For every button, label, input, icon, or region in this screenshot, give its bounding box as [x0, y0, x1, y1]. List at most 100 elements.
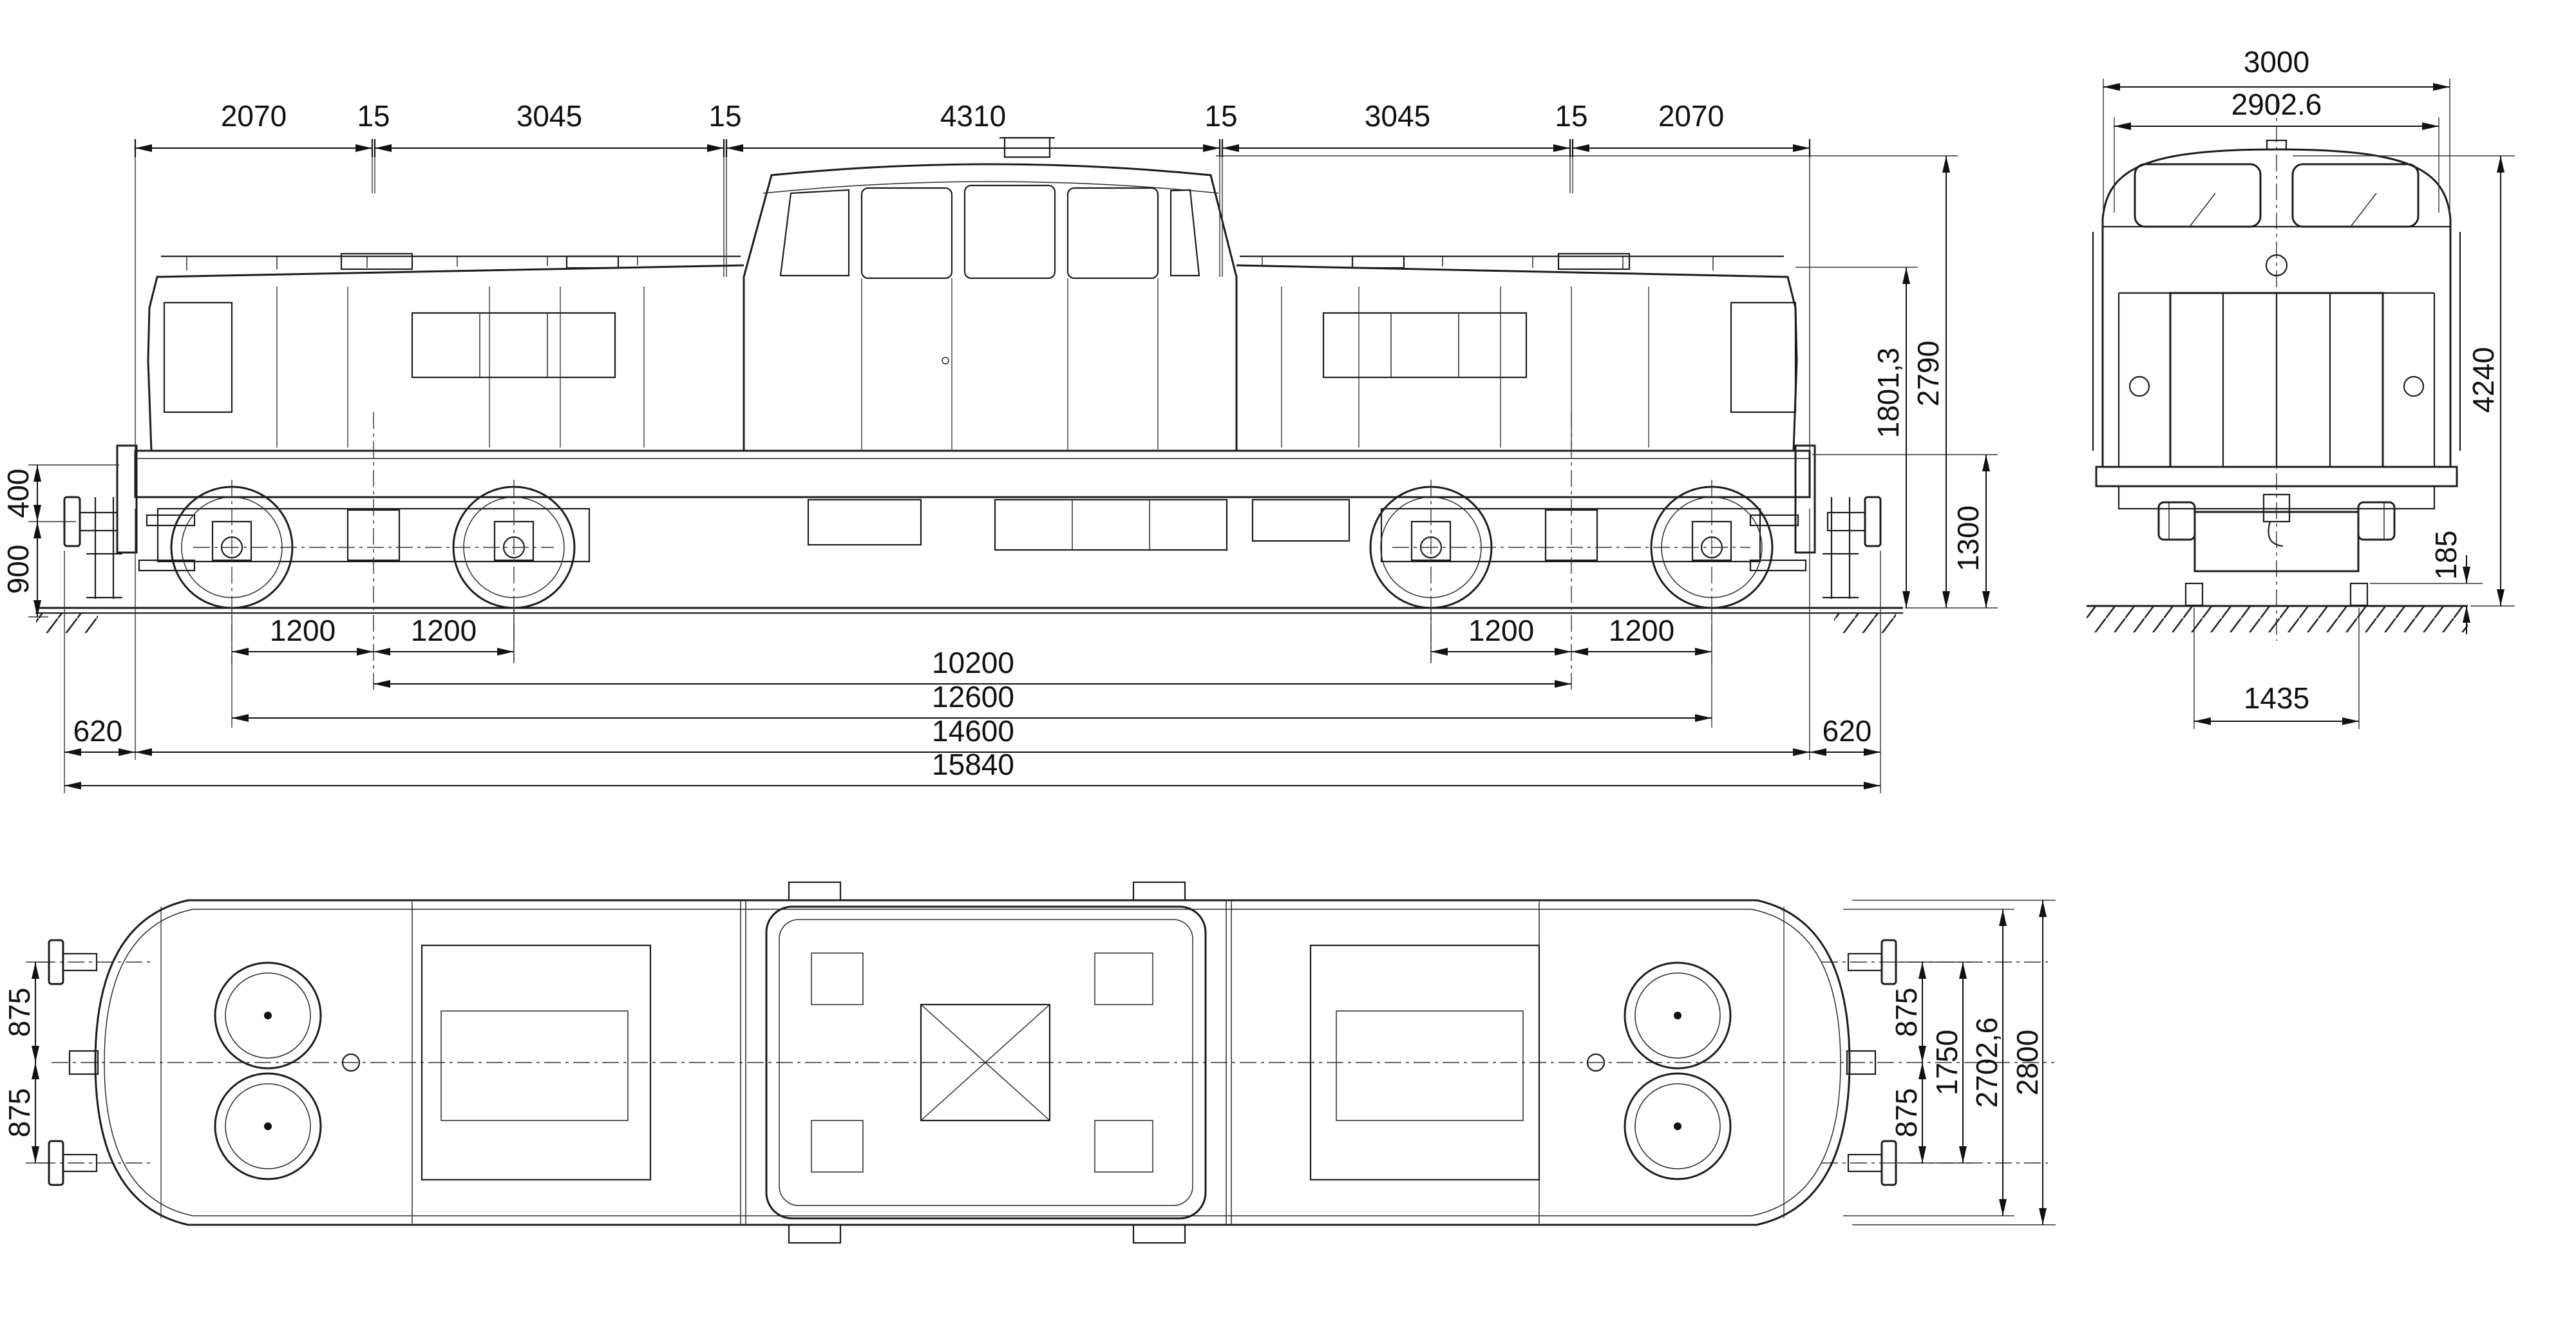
roof-hatch — [920, 1003, 1051, 1122]
cab — [743, 137, 1238, 451]
plan-dimensions: 875 875 875 875 1750 2702,6 2800 — [3, 900, 2056, 1225]
coupler — [1846, 1050, 1877, 1075]
dim-label: 2702,6 — [1970, 1017, 2003, 1108]
buffer-right — [1864, 496, 1882, 547]
dim-label: 1200 — [270, 614, 336, 647]
buffer-left — [2157, 501, 2196, 541]
hood-vent — [1557, 252, 1631, 270]
cab-window — [779, 189, 850, 277]
side-view: 2070 15 3045 15 4310 15 3045 15 2070 400… — [1, 99, 1998, 793]
marker-lamp-left — [2128, 375, 2150, 397]
end-steps-right — [1749, 497, 1859, 599]
rail-right — [2349, 582, 2369, 607]
hood-vent — [340, 252, 413, 270]
dim-label: 875 — [1889, 988, 1923, 1037]
dim-label: 2070 — [221, 99, 287, 133]
windshield-right — [2291, 163, 2420, 228]
coupler-hook — [2268, 521, 2284, 547]
wiper — [2189, 193, 2216, 227]
dim-label: 15 — [357, 99, 390, 133]
end-steps-left — [86, 497, 196, 599]
side-right-dimensions: 1801,3 2790 1300 — [1216, 155, 1998, 609]
hood-hatch — [421, 944, 652, 1181]
side-step — [788, 881, 842, 902]
cab-window — [1170, 189, 1200, 277]
plan-view: 875 875 875 875 1750 2702,6 2800 — [3, 881, 2056, 1244]
dim-label: 10200 — [932, 646, 1014, 679]
headlamp-top — [2265, 254, 2288, 277]
side-frame — [63, 444, 1882, 599]
rear-hood — [1236, 252, 1798, 451]
dim-label: 2070 — [1658, 99, 1724, 133]
underframe-box — [1251, 498, 1350, 542]
dim-label: 15 — [1555, 99, 1587, 133]
wiper — [2350, 193, 2377, 227]
dim-label: 900 — [1, 545, 35, 594]
cab-roof — [765, 905, 1207, 1220]
side-step — [1132, 881, 1186, 902]
plan-buffers-right — [1846, 939, 1897, 1186]
dim-label: 3045 — [516, 99, 582, 133]
cab-window — [1066, 187, 1159, 279]
buffer-beam — [2117, 485, 2436, 510]
front-hood — [147, 252, 744, 451]
front-body — [2087, 139, 2468, 632]
radiator-louvre — [1730, 301, 1797, 413]
hood-vent — [1351, 255, 1405, 269]
engine-louvre — [411, 312, 616, 379]
fan-group-left — [214, 961, 361, 1180]
dim-label: 875 — [3, 1088, 36, 1138]
dim-label: 1200 — [411, 614, 477, 647]
dim-label: 1200 — [1468, 614, 1534, 647]
pilot-grille — [2193, 511, 2360, 572]
dim-label: 875 — [3, 988, 36, 1037]
hood-vent — [565, 255, 620, 269]
cab-window — [860, 187, 953, 279]
buffer-right — [2357, 501, 2396, 541]
side-bottom-dimensions: 1200 1200 1200 1200 10200 12600 620 1460… — [64, 509, 1881, 793]
dim-label: 3045 — [1365, 99, 1430, 133]
side-step — [1132, 1224, 1186, 1244]
dim-label: 14600 — [932, 714, 1014, 748]
buffer-beam-left — [116, 444, 138, 554]
side-left-dimensions: 400 900 — [1, 464, 119, 618]
dim-label: 2800 — [2011, 1030, 2044, 1095]
dim-label: 2790 — [1911, 341, 1945, 406]
dim-label: 620 — [1823, 714, 1872, 748]
ground-hatch — [2087, 607, 2468, 632]
door-handle — [942, 357, 949, 364]
dim-label: 15840 — [932, 748, 1014, 781]
buffer-beam-right — [1794, 444, 1816, 554]
ground-hatch-right — [1834, 614, 1896, 633]
windshield-left — [2134, 163, 2262, 228]
marker-lamp-right — [2403, 375, 2425, 397]
front-view: 3000 2902.6 4240 185 1435 — [2087, 45, 2515, 729]
roof-horn — [2266, 139, 2287, 151]
side-step — [788, 1224, 842, 1244]
side-top-dimensions: 2070 15 3045 15 4310 15 3045 15 2070 — [134, 99, 1811, 449]
dim-label: 400 — [1, 469, 35, 518]
dim-label: 4240 — [2467, 347, 2500, 413]
dim-label: 1435 — [2244, 681, 2309, 715]
dim-label: 2902.6 — [2231, 88, 2322, 121]
plan-body — [48, 881, 1897, 1244]
dim-label: 15 — [1204, 99, 1237, 133]
hood-hatch — [1309, 944, 1540, 1181]
fan-group-right — [1586, 961, 1732, 1180]
dim-label: 1750 — [1930, 1030, 1964, 1095]
dim-label: 620 — [73, 714, 123, 748]
plan-buffers-left — [48, 939, 99, 1186]
dim-label: 875 — [1889, 1088, 1923, 1138]
dim-label: 12600 — [932, 680, 1014, 714]
fuel-tank — [994, 498, 1228, 551]
cab-window — [963, 184, 1056, 279]
dim-label: 15 — [708, 99, 741, 133]
dim-label: 1801,3 — [1871, 348, 1905, 439]
engine-louvre — [1322, 312, 1528, 379]
dim-label: 4310 — [940, 99, 1006, 133]
underframe-box — [807, 498, 922, 546]
coupler — [68, 1050, 99, 1075]
radiator-louvre — [163, 301, 233, 413]
